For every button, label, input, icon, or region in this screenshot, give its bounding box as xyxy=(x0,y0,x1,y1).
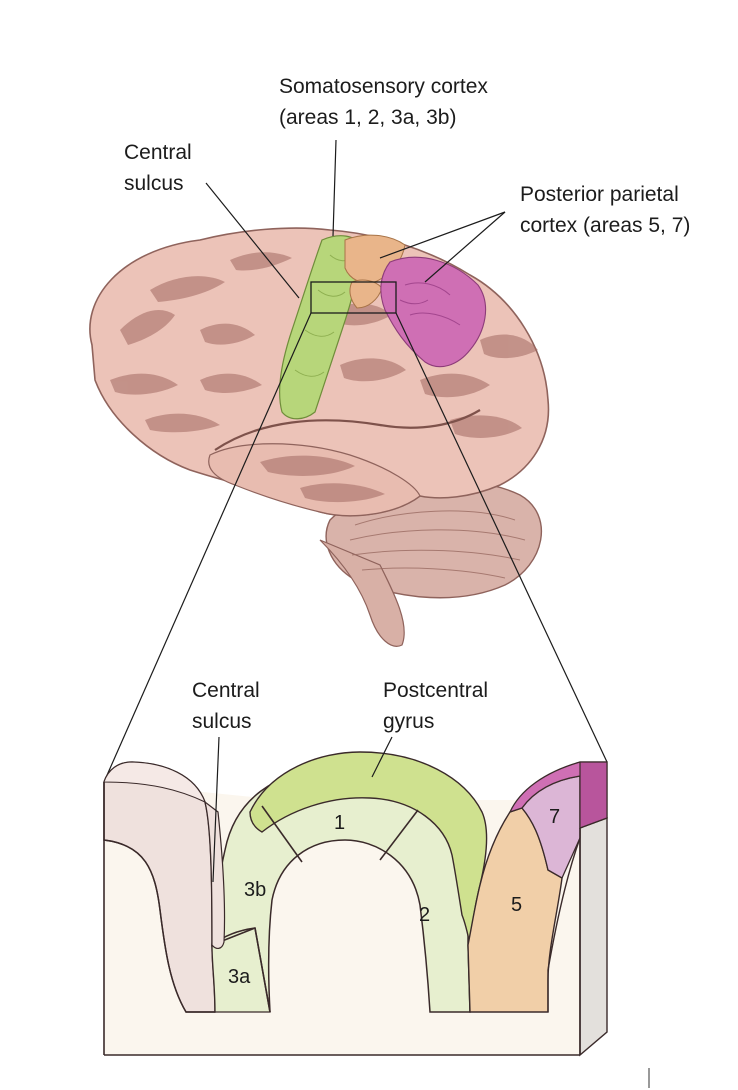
brainstem xyxy=(319,539,405,647)
top-labels: Somatosensory cortex (areas 1, 2, 3a, 3b… xyxy=(124,75,690,237)
label-central-sulcus-bottom-2: sulcus xyxy=(192,710,252,733)
white-matter-boundary-right xyxy=(547,837,581,1013)
cross-section-block xyxy=(103,751,608,1057)
area-label-3b: 3b xyxy=(244,879,266,901)
section-leader-lines xyxy=(212,736,393,883)
area-5-region-lower xyxy=(349,279,383,309)
label-postcentral-1: Postcentral xyxy=(383,679,488,702)
area-label-3a: 3a xyxy=(228,966,251,988)
white-matter-boundary xyxy=(103,839,215,1013)
area-7-folds xyxy=(399,282,461,326)
brain-illustration xyxy=(89,227,550,647)
postcentral-surface-band xyxy=(249,751,488,946)
area-label-2: 2 xyxy=(419,904,430,926)
area-label-5: 5 xyxy=(511,894,522,916)
precentral-top xyxy=(103,761,206,803)
label-somatosensory-2: (areas 1, 2, 3a, 3b) xyxy=(279,106,456,129)
inset-box xyxy=(310,281,397,314)
cerebellar-folia xyxy=(349,510,526,579)
label-central-sulcus-bottom-1: Central xyxy=(192,679,260,702)
lateral-fissure xyxy=(214,409,481,451)
label-posterior-parietal-2: cortex (areas 5, 7) xyxy=(520,214,690,237)
label-central-sulcus-top-1: Central xyxy=(124,141,192,164)
leader-lines xyxy=(205,139,506,299)
label-posterior-parietal-1: Posterior parietal xyxy=(520,183,679,206)
cropped-corner-marks xyxy=(648,1018,732,1088)
area-label-1: 1 xyxy=(334,812,345,834)
area-label-7: 7 xyxy=(549,806,560,828)
block-side-face xyxy=(579,816,608,1057)
label-somatosensory-1: Somatosensory cortex xyxy=(279,75,488,98)
label-central-sulcus-top-2: sulcus xyxy=(124,172,184,195)
area-7-top-face xyxy=(579,761,608,829)
zoom-lines xyxy=(103,312,608,783)
area-5-tissue xyxy=(467,807,563,1013)
section-labels: Central sulcus Postcentral gyrus 1 2 3b … xyxy=(192,679,560,988)
central-sulcus-notch xyxy=(204,800,226,949)
block-outline xyxy=(103,782,581,1056)
label-postcentral-2: gyrus xyxy=(383,710,434,733)
